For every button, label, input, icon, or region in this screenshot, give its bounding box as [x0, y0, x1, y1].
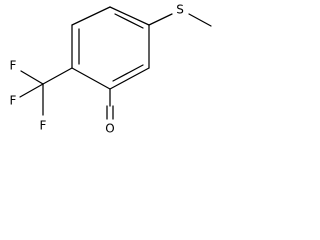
chemical-structure-diagram: S O F F F [10, 3, 212, 136]
bond-cf3-to-fluorine-2 [19, 83, 44, 98]
bond-ring-to-cf3-carbon [42, 67, 73, 85]
fluorine-atom-label-1: F [10, 59, 17, 73]
bond-ring-to-sulfur [148, 13, 173, 26]
bond-cf3-to-fluorine-1 [20, 70, 44, 85]
ring-bond-lower-right [109, 67, 150, 90]
ring-bond-lower-left [71, 67, 111, 90]
ring-bond-lower-right-inner [112, 64, 144, 82]
fluorine-atom-label-3: F [40, 119, 47, 133]
oxygen-atom-label: O [105, 122, 114, 136]
fluorine-atom-label-2: F [10, 94, 17, 108]
bond-sulfur-to-methyl [188, 13, 212, 27]
benzene-ring [71, 6, 150, 90]
ring-bond-top-inner [114, 13, 144, 29]
sulfur-atom-label: S [176, 3, 184, 17]
ring-bond-top-left [71, 6, 111, 26]
ring-bond-top [109, 6, 150, 26]
